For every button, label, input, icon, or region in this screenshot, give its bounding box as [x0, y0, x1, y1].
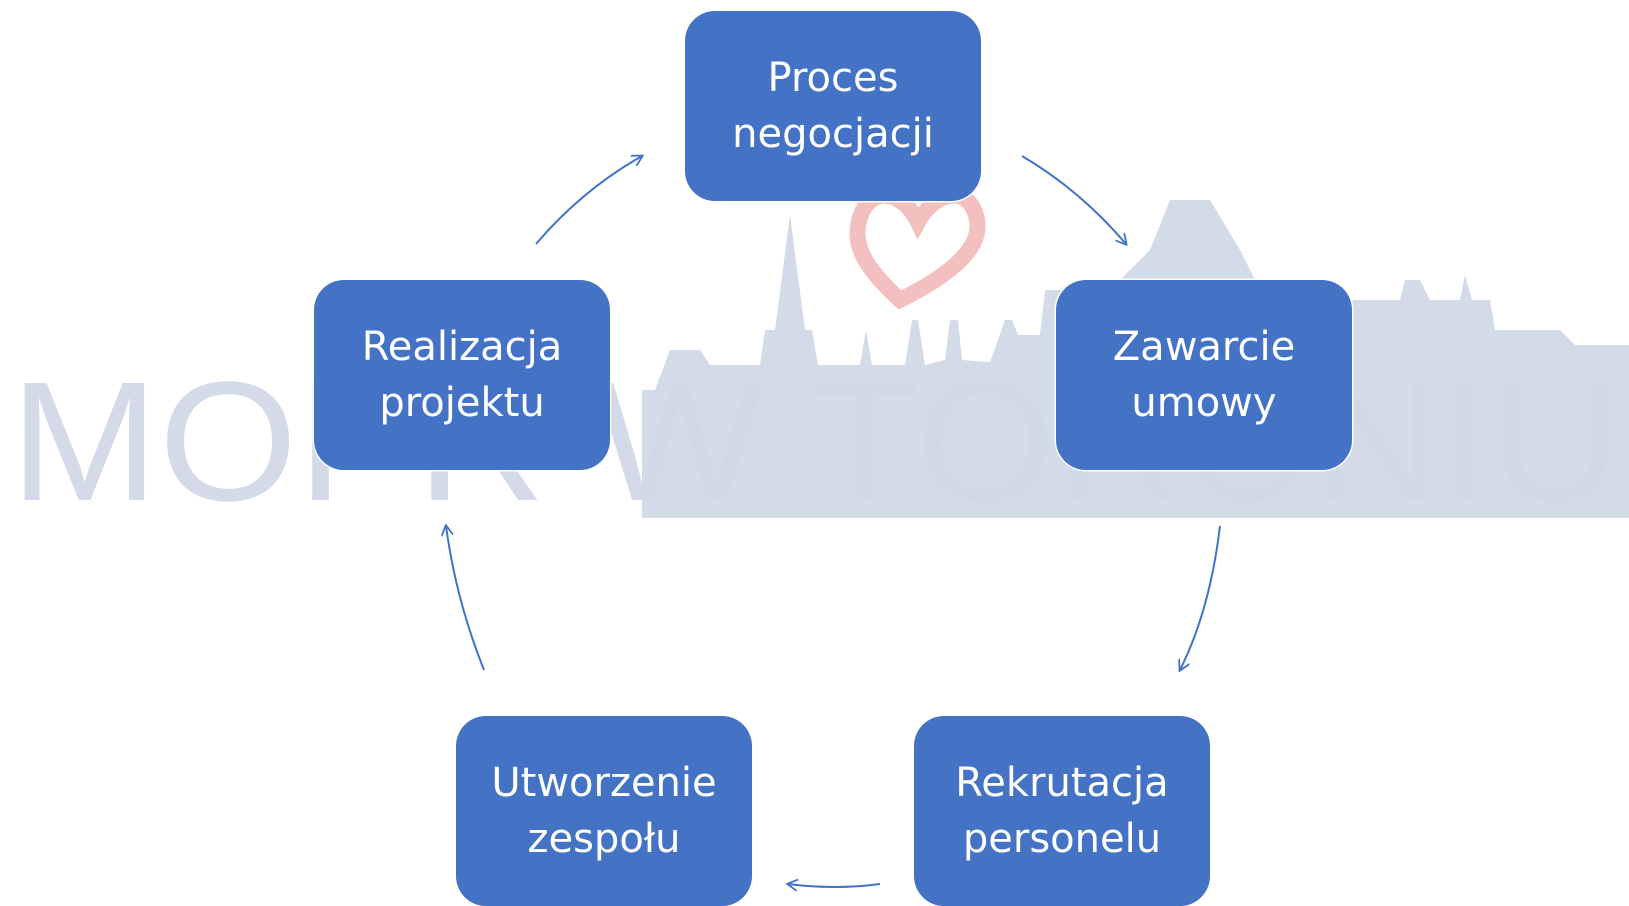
node-proces-negocjacji: Proces negocjacji — [685, 11, 981, 201]
node-realizacja-projektu: Realizacja projektu — [314, 280, 610, 470]
node-label-line: projektu — [379, 380, 545, 426]
arrow-umowy-to-rekrutacja — [1180, 525, 1221, 670]
node-utworzenie-zespolu: Utworzenie zespołu — [456, 716, 752, 906]
node-label-line: zespołu — [527, 816, 681, 862]
node-label-line: Zawarcie — [1112, 324, 1296, 370]
watermark-text: MOPR W TORUNIU — [10, 347, 1620, 537]
arrow-zespol-to-realizacja — [446, 526, 485, 671]
node-label: Utworzenie zespołu — [491, 755, 716, 867]
node-label: Proces negocjacji — [732, 50, 934, 162]
node-label-line: negocjacji — [732, 111, 934, 157]
arrow-realizacja-to-negocjacji — [535, 156, 642, 245]
arrow-negocjacji-to-umowy — [1021, 155, 1126, 244]
node-label-line: Utworzenie — [491, 760, 717, 806]
cycle-arrows — [446, 155, 1221, 887]
node-label: Zawarcie umowy — [1113, 319, 1295, 431]
node-label-line: Realizacja — [361, 324, 563, 370]
node-label-line: Rekrutacja — [955, 760, 1169, 806]
heart-watermark — [849, 187, 986, 310]
node-label-line: personelu — [962, 816, 1162, 862]
node-zawarcie-umowy: Zawarcie umowy — [1056, 280, 1352, 470]
node-label-line: Proces — [767, 55, 899, 101]
node-rekrutacja-personelu: Rekrutacja personelu — [914, 716, 1210, 906]
arrow-rekrutacja-to-zespol — [788, 884, 881, 887]
node-label: Realizacja projektu — [362, 319, 562, 431]
node-label: Rekrutacja personelu — [955, 755, 1168, 867]
node-label-line: umowy — [1131, 380, 1277, 426]
